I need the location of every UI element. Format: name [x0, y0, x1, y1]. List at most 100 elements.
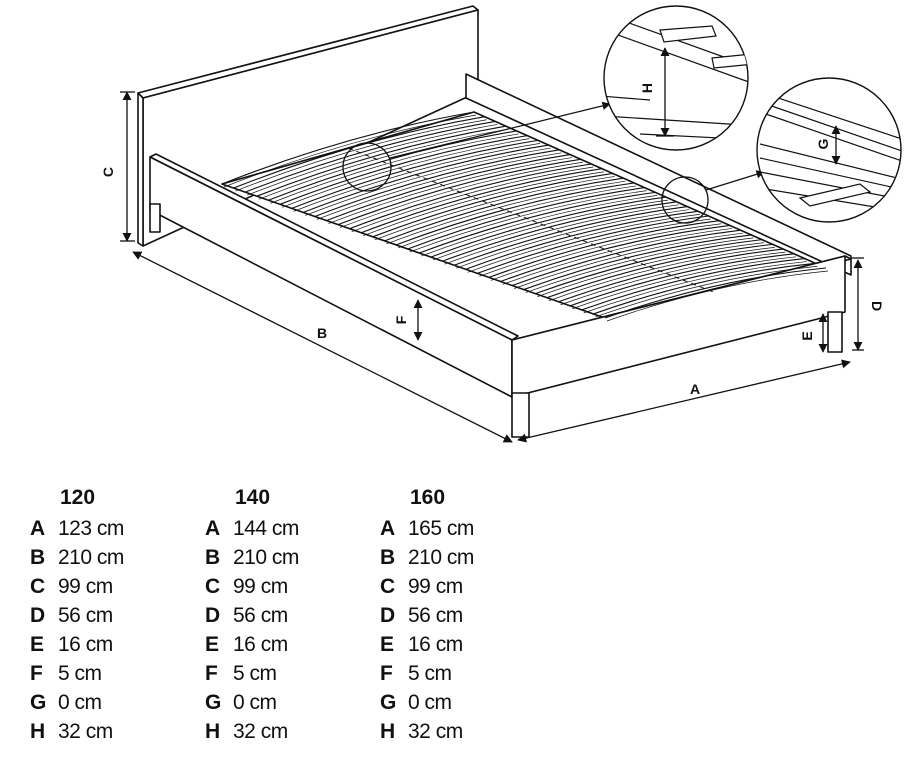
- spec-value: 165 cm: [408, 517, 474, 540]
- slat-edge: [572, 256, 797, 310]
- slat-edge: [328, 157, 573, 224]
- slat: [604, 267, 827, 319]
- slat-edge: [525, 237, 754, 293]
- slat-edge: [386, 180, 626, 245]
- spec-value: 56 cm: [408, 604, 463, 627]
- slat-edge: [247, 124, 498, 196]
- slat-edge: [363, 171, 605, 237]
- spec-key: F: [205, 662, 218, 685]
- spec-value: 5 cm: [58, 662, 102, 685]
- spec-key: B: [380, 546, 396, 569]
- slat: [233, 116, 485, 189]
- slat-edge: [235, 119, 487, 192]
- spec-value: 32 cm: [408, 720, 463, 743]
- spec-key: E: [205, 633, 220, 656]
- spec-value: 32 cm: [58, 720, 113, 743]
- slat-edge: [537, 242, 765, 297]
- spec-row: D 56 cm: [380, 601, 550, 630]
- slat: [372, 172, 613, 238]
- slat: [581, 257, 805, 311]
- slat-edge: [223, 114, 477, 188]
- spec-value: 5 cm: [233, 662, 277, 685]
- spec-key: H: [205, 720, 221, 743]
- detail-circle-h: H: [603, 5, 749, 151]
- dim-line-a: [517, 359, 851, 443]
- headboard: [137, 5, 479, 247]
- spec-key: C: [205, 575, 221, 598]
- spec-row: B 210 cm: [380, 543, 550, 572]
- slat-edge: [595, 265, 818, 318]
- spec-value: 99 cm: [408, 575, 463, 598]
- spec-key: C: [30, 575, 46, 598]
- spec-value: 99 cm: [233, 575, 288, 598]
- spec-key: C: [380, 575, 396, 598]
- slat-edge: [583, 261, 807, 314]
- size-heading: 120: [60, 486, 96, 509]
- dim-label-b: B: [317, 325, 327, 341]
- slat-edge: [502, 228, 733, 285]
- dim-label-d: D: [869, 301, 885, 311]
- spec-key: D: [380, 604, 396, 627]
- leg-front: [511, 392, 530, 438]
- slat: [442, 201, 677, 262]
- slat-edge: [293, 143, 541, 212]
- slat-edge: [514, 232, 743, 289]
- spec-value: 16 cm: [58, 633, 113, 656]
- slat: [535, 239, 763, 295]
- spec-row: C 99 cm: [205, 572, 375, 601]
- spec-key: B: [30, 546, 46, 569]
- spec-row: C 99 cm: [380, 572, 550, 601]
- spec-key: H: [380, 720, 396, 743]
- slat: [303, 144, 549, 213]
- spec-value: 56 cm: [58, 604, 113, 627]
- slat: [419, 191, 656, 254]
- spec-value: 123 cm: [58, 517, 124, 540]
- spec-value: 5 cm: [408, 662, 452, 685]
- slat-edge: [351, 166, 594, 232]
- spec-value: 56 cm: [233, 604, 288, 627]
- spec-row: F 5 cm: [205, 659, 375, 688]
- spec-value: 0 cm: [408, 691, 452, 714]
- dim-line-b: [132, 251, 513, 443]
- detail-circle-g: G: [756, 77, 902, 223]
- slat-edge: [606, 270, 829, 322]
- dim-label-h: H: [639, 83, 655, 93]
- spec-key: F: [380, 662, 393, 685]
- bed-dimension-diagram: C B A D E F H: [100, 5, 902, 443]
- slat: [361, 168, 603, 234]
- slat-edge: [305, 147, 551, 216]
- slat-edge: [316, 152, 562, 220]
- spec-value: 0 cm: [58, 691, 102, 714]
- spec-row: H 32 cm: [380, 717, 550, 746]
- slat: [326, 154, 571, 222]
- slat-edge: [409, 190, 647, 253]
- slat-edge: [397, 185, 637, 249]
- slat-edge: [374, 176, 615, 241]
- spec-key: H: [30, 720, 46, 743]
- slat: [395, 182, 635, 246]
- spec-key: E: [380, 633, 395, 656]
- spec-value: 210 cm: [408, 546, 474, 569]
- dim-label-g: G: [815, 138, 831, 149]
- slat-edge: [258, 128, 509, 200]
- dim-label-f: F: [393, 315, 409, 324]
- slat: [523, 234, 752, 291]
- dim-label-e: E: [799, 331, 815, 340]
- spec-key: B: [205, 546, 221, 569]
- size-heading: 140: [235, 486, 271, 509]
- slat: [268, 130, 517, 201]
- slat: [488, 220, 720, 278]
